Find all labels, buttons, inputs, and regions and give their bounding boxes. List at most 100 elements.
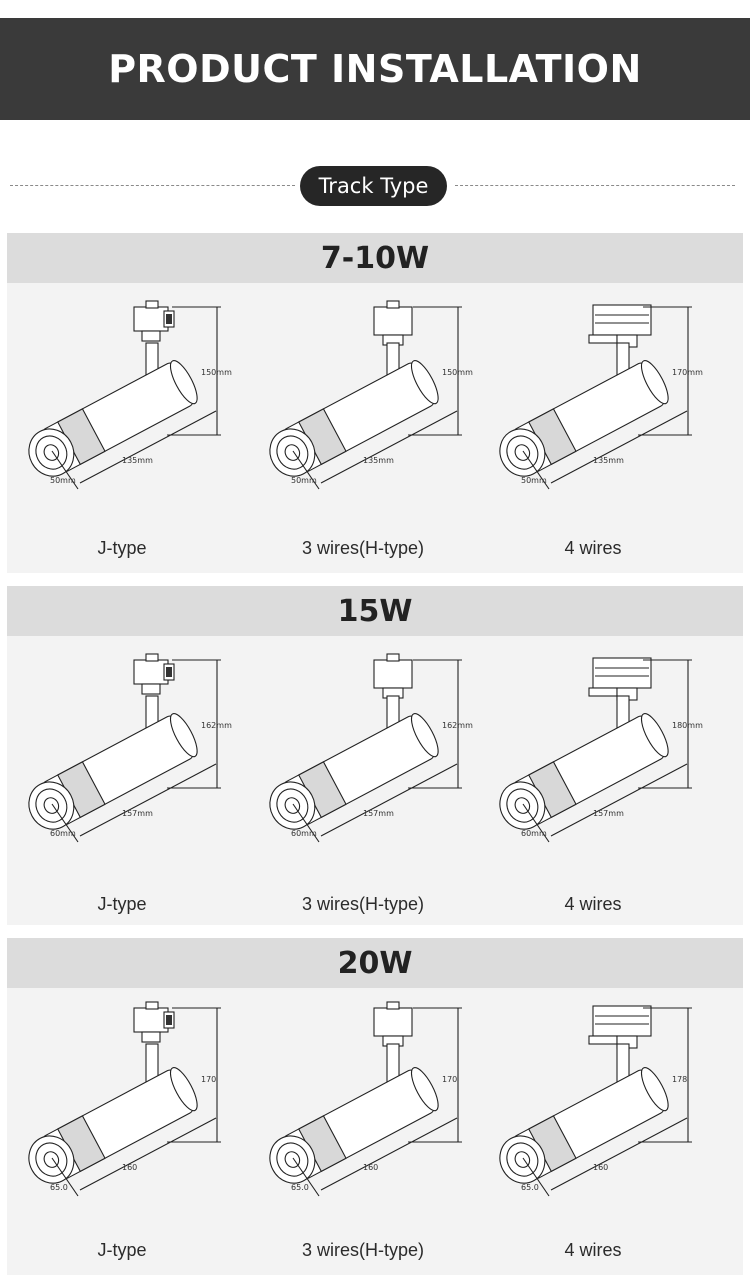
- length-label: 160: [363, 1163, 378, 1172]
- length-label: 135mm: [593, 456, 624, 465]
- lamp-body: [269, 360, 439, 477]
- diameter-label: 65.0: [521, 1183, 539, 1192]
- length-label: 157mm: [122, 809, 153, 818]
- diameter-label: 60mm: [521, 829, 547, 838]
- lamp-reflector: [35, 435, 68, 470]
- height-label: 162mm: [201, 721, 232, 730]
- lamp-back-cap: [169, 360, 198, 405]
- length-label: 135mm: [122, 456, 153, 465]
- height-label: 170mm: [672, 368, 703, 377]
- product-caption: 4 wires: [564, 894, 622, 914]
- diameter-dimension: [51, 450, 79, 490]
- lamp-back-cap: [640, 360, 669, 405]
- lamp-back-cap: [169, 713, 198, 758]
- adapter-foot: [588, 334, 618, 344]
- height-label: 170: [442, 1075, 457, 1084]
- lamp-lens: [514, 797, 531, 814]
- adapter-body: [133, 1007, 169, 1033]
- product-caption: J-type: [97, 1240, 147, 1260]
- adapter-tab: [386, 1001, 400, 1010]
- lamp-back-cap: [169, 1067, 198, 1112]
- adapter-body: [133, 306, 169, 332]
- diameter-dimension: [522, 803, 550, 843]
- diameter-label: 60mm: [291, 829, 317, 838]
- lamp-body: [28, 713, 198, 830]
- lamp-lens: [43, 1151, 60, 1168]
- height-label: 178: [672, 1075, 687, 1084]
- lamp-reflector: [35, 1142, 68, 1177]
- lamp-body: [269, 1067, 439, 1184]
- adapter-body: [373, 1007, 413, 1037]
- adapter-body: [133, 659, 169, 685]
- lamp-body: [499, 360, 669, 477]
- diameter-dimension: [292, 450, 320, 490]
- adapter-knob: [166, 1015, 172, 1025]
- dashed-line-right: [455, 185, 735, 186]
- length-label: 160: [593, 1163, 608, 1172]
- diameter-label: 50mm: [521, 476, 547, 485]
- length-dimension: [320, 763, 458, 837]
- lamp-reflector: [276, 1142, 309, 1177]
- lamp-front-ring: [269, 1135, 316, 1184]
- adapter-knob: [166, 667, 172, 677]
- lamp-back-cap: [640, 1067, 669, 1112]
- lamp-front-ring: [499, 1135, 546, 1184]
- adapter-tab: [145, 1001, 159, 1010]
- length-label: 157mm: [363, 809, 394, 818]
- product-caption: 3 wires(H-type): [301, 538, 425, 558]
- header-banner: PRODUCT INSTALLATION: [0, 18, 750, 120]
- track-type-divider: Track Type: [0, 166, 750, 206]
- adapter-body: [373, 659, 413, 689]
- adapter-tab: [386, 653, 400, 662]
- lamp-body: [499, 1067, 669, 1184]
- section-title: 20W: [337, 945, 413, 981]
- adapter-neck: [141, 1031, 161, 1043]
- track-type-label: Track Type: [300, 166, 447, 206]
- adapter-body: [373, 306, 413, 336]
- product-caption: 3 wires(H-type): [301, 1240, 425, 1260]
- page-title: PRODUCT INSTALLATION: [108, 47, 642, 91]
- diameter-dimension: [292, 803, 320, 843]
- section-title-bar: 15W: [7, 586, 743, 636]
- length-dimension: [79, 410, 217, 484]
- lamp-body: [499, 713, 669, 830]
- lamp-back-cap: [410, 360, 439, 405]
- length-label: 160: [122, 1163, 137, 1172]
- length-dimension: [550, 763, 688, 837]
- lamp-front-ring: [269, 781, 316, 830]
- section-title: 7-10W: [320, 240, 430, 276]
- lamp-front-ring: [499, 428, 546, 477]
- product-caption: 4 wires: [564, 538, 622, 558]
- lamp-lens: [43, 444, 60, 461]
- diameter-label: 65.0: [291, 1183, 309, 1192]
- lamp-front-ring: [28, 428, 75, 477]
- length-dimension: [79, 1117, 217, 1191]
- section-title-bar: 20W: [7, 938, 743, 988]
- height-label: 162mm: [442, 721, 473, 730]
- lamp-body: [28, 360, 198, 477]
- diameter-dimension: [292, 1157, 320, 1197]
- product-caption: 4 wires: [564, 1240, 622, 1260]
- length-dimension: [320, 410, 458, 484]
- diameter-label: 50mm: [291, 476, 317, 485]
- diameter-dimension: [522, 450, 550, 490]
- lamp-front-ring: [28, 781, 75, 830]
- lamp-reflector: [506, 1142, 539, 1177]
- adapter-tab: [145, 300, 159, 309]
- height-label: 180mm: [672, 721, 703, 730]
- adapter-body: [592, 657, 652, 689]
- adapter-body: [592, 304, 652, 336]
- lamp-front-ring: [499, 781, 546, 830]
- product-drawing-4-wires: 178 160 65.0 4 wires: [473, 1000, 713, 1275]
- adapter-neck: [141, 330, 161, 342]
- diameter-dimension: [51, 1157, 79, 1197]
- lamp-body: [269, 713, 439, 830]
- diameter-label: 60mm: [50, 829, 76, 838]
- lamp-back-cap: [640, 713, 669, 758]
